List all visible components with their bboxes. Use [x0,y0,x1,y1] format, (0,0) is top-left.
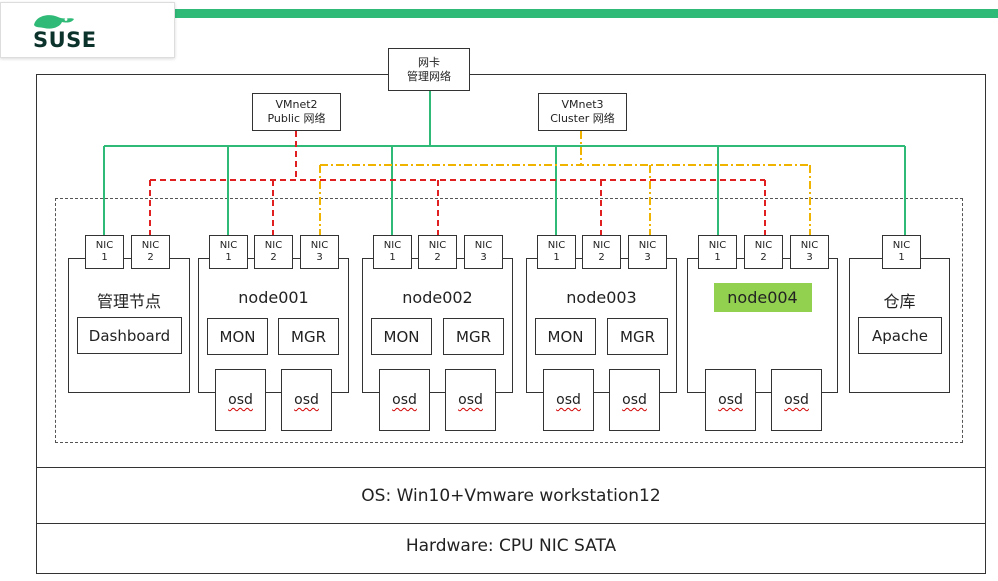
nic-number: 3 [806,252,813,263]
service-dashboard: Dashboard [77,317,182,354]
nic-label: NIC [754,240,773,251]
nic-label: NIC [892,240,911,251]
cluster-network-lines [319,131,811,235]
nic-label: NIC [264,240,283,251]
hardware-divider [36,523,986,524]
os-label: OS: Win10+Vmware workstation12 [361,486,661,506]
nic-label: NIC [800,240,819,251]
osd-disk: osd [705,369,756,431]
service-mgr: MGR [443,318,504,355]
nic-label: NIC [474,240,493,251]
node-title: node004 [727,288,798,307]
management-network-box: 网卡 管理网络 [388,48,470,91]
management-network-line1: 网卡 [418,55,440,69]
node-title: node003 [566,288,637,307]
service-mgr: MGR [278,318,339,355]
node-highlight [714,283,812,312]
nic-number: 2 [434,252,441,263]
public-network-line2: Public 网络 [267,112,326,125]
management-network-lines [103,91,906,235]
nic-number: 3 [316,252,323,263]
suse-logo: SUSE [0,2,175,58]
nic-number: 2 [147,252,154,263]
nic-label: NIC [219,240,238,251]
nic-label: NIC [592,240,611,251]
cluster-boundary [55,198,963,443]
node-title: node002 [402,288,473,307]
nic-label: NIC [428,240,447,251]
nic-number: 1 [101,252,108,263]
environment-frame [36,74,986,574]
nic-label: NIC [383,240,402,251]
osd-disk: osd [379,369,430,431]
service-apache: Apache [858,317,942,354]
cluster-network-line1: VMnet3 [561,98,604,111]
nic-number: 2 [270,252,277,263]
service-mgr: MGR [607,318,668,355]
nic-label: NIC [141,240,160,251]
osd-disk: osd [215,369,266,431]
osd-disk: osd [445,369,496,431]
node-title: 管理节点 [96,292,161,311]
nic-number: 3 [644,252,651,263]
cluster-network-box: VMnet3 Cluster 网络 [538,93,627,131]
node-title: 仓库 [883,292,916,311]
osd-disk: osd [609,369,660,431]
public-network-lines [149,131,766,235]
nic-number: 1 [898,252,905,263]
logo-text: SUSE [33,28,97,52]
public-network-line1: VMnet2 [275,98,318,111]
service-mon: MON [371,318,432,355]
node-title: node001 [238,288,309,307]
nic-number: 1 [714,252,721,263]
osd-disk: osd [771,369,822,431]
nic-number: 2 [760,252,767,263]
hardware-label: Hardware: CPU NIC SATA [405,536,617,556]
service-mon: MON [207,318,268,355]
osd-disk: osd [281,369,332,431]
nic-label: NIC [547,240,566,251]
nic-label: NIC [310,240,329,251]
public-network-box: VMnet2 Public 网络 [252,93,341,131]
top-accent-bar [175,9,998,18]
management-network-line2: 管理网络 [407,69,451,83]
nic-label: NIC [95,240,114,251]
nic-label: NIC [708,240,727,251]
nic-number: 2 [598,252,605,263]
chameleon-icon [34,15,74,29]
cluster-network-line2: Cluster 网络 [550,112,615,125]
nic-number: 1 [225,252,232,263]
osd-disk: osd [543,369,594,431]
nic-number: 3 [480,252,487,263]
nic-label: NIC [638,240,657,251]
service-mon: MON [535,318,596,355]
os-divider [36,467,986,468]
nic-number: 1 [389,252,396,263]
nic-number: 1 [553,252,560,263]
